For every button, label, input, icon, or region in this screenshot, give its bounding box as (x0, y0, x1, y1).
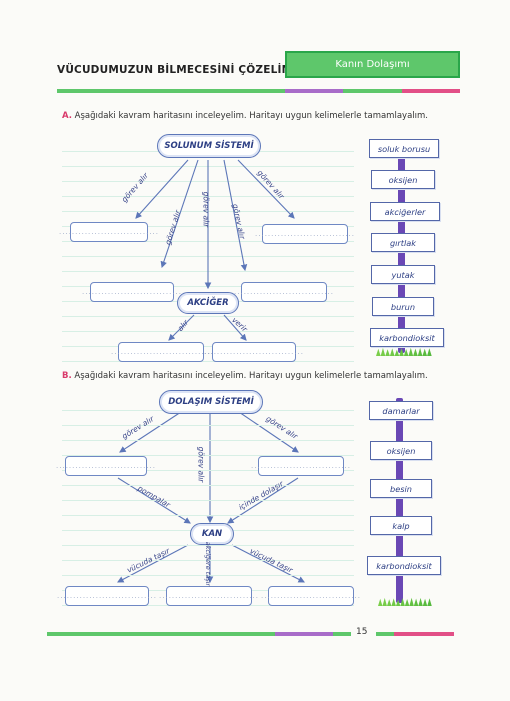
header-green-bar-2 (343, 89, 402, 93)
answer-box-b3[interactable]: ............................... (57, 586, 156, 606)
section-b-instruction: B. Aşağıdaki kavram haritasını inceleyel… (62, 371, 428, 381)
sign-b2: oksijen (370, 441, 432, 460)
sign-b4: kalp (370, 516, 432, 535)
section-b-text: Aşağıdaki kavram haritasını inceleyelim.… (74, 371, 428, 381)
answer-box-b4[interactable]: ............................... (159, 586, 258, 606)
sign-b1: damarlar (369, 401, 433, 420)
sign-b3: besin (370, 479, 432, 498)
sign-a1: soluk borusu (369, 139, 439, 158)
sign-b5: karbondioksit (367, 556, 441, 575)
label-b7: akciğere taşır (204, 541, 213, 587)
sign-a5: yutak (371, 265, 435, 284)
label-b2: görev alır (196, 446, 206, 483)
sign-a6: burun (372, 297, 434, 316)
answer-box-b2[interactable]: ............................... (251, 456, 350, 476)
section-a-instruction: A. Aşağıdaki kavram haritasını inceleyel… (62, 111, 428, 121)
answer-box-a2[interactable]: ............................... (255, 224, 354, 244)
page-number: 15 (356, 627, 368, 637)
header-purple-bar (285, 89, 343, 93)
section-a-letter: A. (62, 111, 72, 121)
sign-a2: oksijen (371, 170, 435, 189)
answer-box-a3[interactable]: ............................... (82, 282, 181, 302)
answer-box-b5[interactable]: ............................... (261, 586, 360, 606)
label-a3: görev alır (201, 191, 211, 228)
header-pink-bar (402, 89, 460, 93)
akciger-center-node: AKCİĞER (177, 292, 239, 314)
sign-a3: akciğerler (370, 202, 440, 221)
footer-green-bar (47, 632, 275, 636)
footer-purple-bar (275, 632, 333, 636)
section-a-text: Aşağıdaki kavram haritasını inceleyelim.… (74, 111, 428, 121)
topic-tag: Kanın Dolaşımı (285, 51, 460, 78)
sign-a7: karbondioksit (370, 328, 444, 347)
footer-pink-bar (394, 632, 454, 636)
page-title: VÜCUDUMUZUN BİLMECESİNİ ÇÖZELİM (57, 64, 293, 76)
footer-green-bar-2 (333, 632, 351, 636)
dolasim-center-node: DOLAŞIM SİSTEMİ (159, 390, 263, 414)
section-b-letter: B. (62, 371, 72, 381)
answer-box-a6[interactable]: ............................... (204, 342, 303, 362)
answer-box-a5[interactable]: ............................... (111, 342, 210, 362)
sign-a4: gırtlak (371, 233, 435, 252)
footer-green-bar-3 (376, 632, 394, 636)
answer-box-a1[interactable]: ............................... (59, 222, 158, 242)
answer-box-b1[interactable]: ............................... (56, 456, 155, 476)
answer-box-a4[interactable]: ............................... (234, 282, 333, 302)
signpost-b-pole (396, 398, 403, 603)
solunum-center-node: SOLUNUM SİSTEMİ (157, 134, 261, 158)
kan-center-node: KAN (190, 523, 234, 545)
header-green-bar (57, 89, 285, 93)
